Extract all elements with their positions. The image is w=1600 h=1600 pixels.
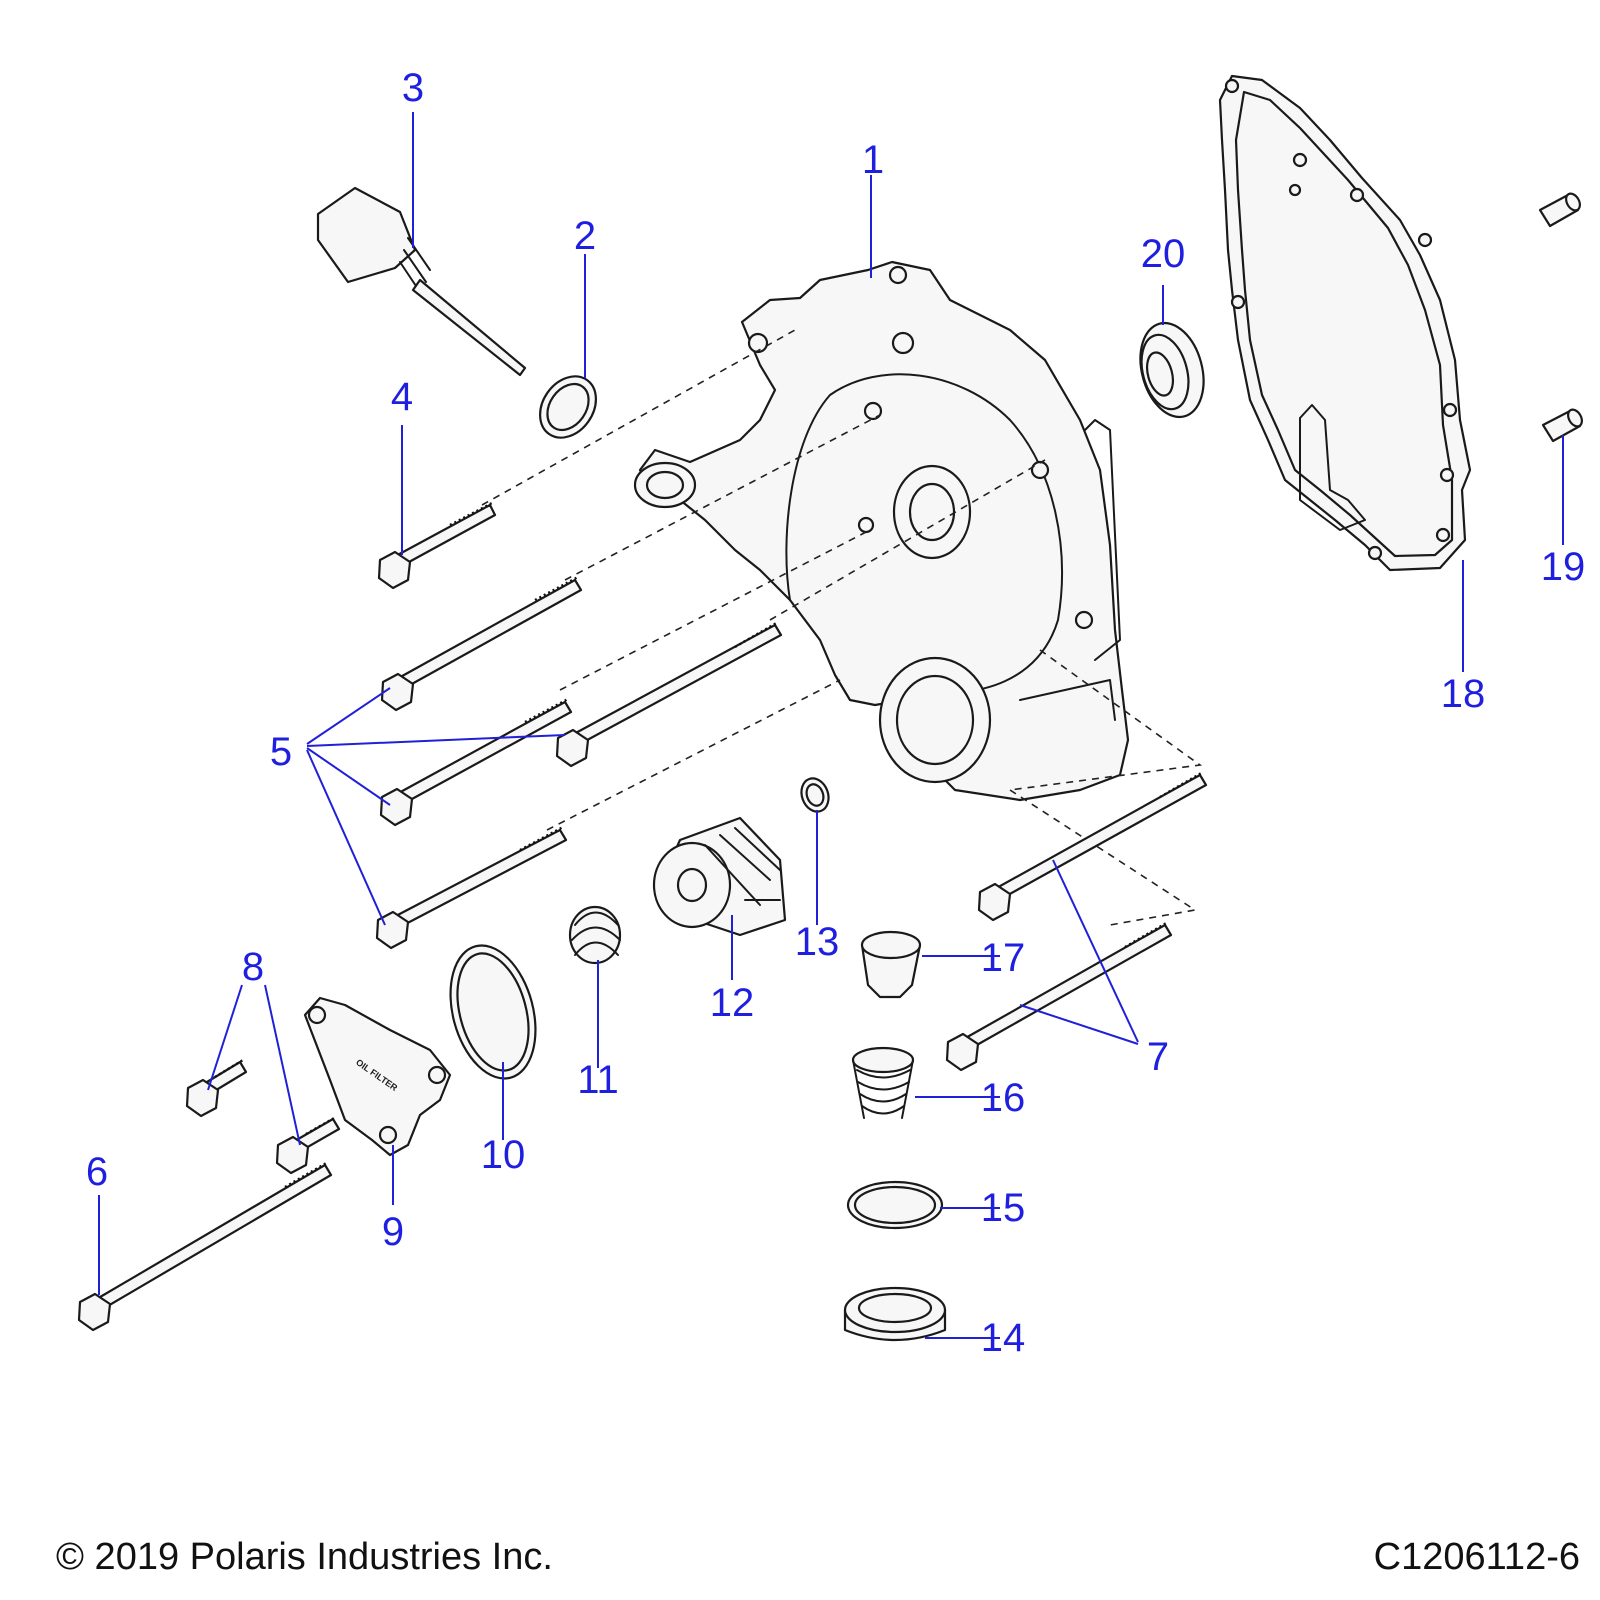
- leader-lines: [98, 112, 1564, 1339]
- part-bolt-short[interactable]: [377, 501, 497, 590]
- document-id: C1206112-6: [1373, 1536, 1580, 1578]
- callout-8: 8: [241, 945, 265, 989]
- part-spring-large[interactable]: [851, 1046, 915, 1119]
- callout-7: 7: [1146, 1035, 1170, 1079]
- part-gasket[interactable]: [1218, 74, 1472, 572]
- callout-19: 19: [1540, 545, 1586, 589]
- part-drain-plug[interactable]: [843, 1286, 947, 1342]
- callout-11: 11: [577, 1058, 619, 1102]
- callout-10: 10: [480, 1133, 526, 1177]
- part-cup[interactable]: [860, 930, 922, 999]
- part-crankcase-cover[interactable]: [633, 260, 1130, 802]
- part-oil-filter-element[interactable]: [652, 816, 787, 937]
- part-bolt-lower[interactable]: [77, 1160, 333, 1332]
- callout-1: 1: [861, 138, 885, 182]
- part-bolts-small[interactable]: [185, 1058, 341, 1175]
- copyright-notice: © 2019 Polaris Industries Inc.: [56, 1536, 553, 1578]
- callout-2: 2: [573, 214, 597, 258]
- callout-4: 4: [390, 375, 414, 419]
- part-bolts-right[interactable]: [945, 770, 1208, 1072]
- alignment-lines: [481, 329, 1203, 926]
- part-oil-seal[interactable]: [1131, 316, 1214, 424]
- callout-12: 12: [709, 981, 755, 1025]
- callout-20: 20: [1140, 232, 1186, 276]
- part-spring-small[interactable]: [568, 905, 622, 965]
- callout-13: 13: [794, 920, 840, 964]
- callout-17: 17: [980, 936, 1026, 980]
- part-oil-filter-cover[interactable]: OIL FILTER: [303, 996, 452, 1157]
- callout-9: 9: [381, 1210, 405, 1254]
- part-washer[interactable]: [797, 775, 833, 816]
- part-oring-plug[interactable]: [846, 1180, 944, 1230]
- callout-15: 15: [980, 1186, 1026, 1230]
- part-dipstick[interactable]: [316, 186, 527, 377]
- callout-6: 6: [85, 1150, 109, 1194]
- part-oring-large[interactable]: [437, 936, 549, 1088]
- callout-18: 18: [1440, 672, 1486, 716]
- callout-16: 16: [980, 1076, 1026, 1120]
- callout-5: 5: [269, 730, 293, 774]
- callout-14: 14: [980, 1316, 1026, 1360]
- part-bolts-long[interactable]: [375, 575, 783, 950]
- part-oring-small[interactable]: [529, 366, 608, 449]
- part-dowel-pins[interactable]: [1538, 191, 1585, 443]
- callout-3: 3: [401, 66, 425, 110]
